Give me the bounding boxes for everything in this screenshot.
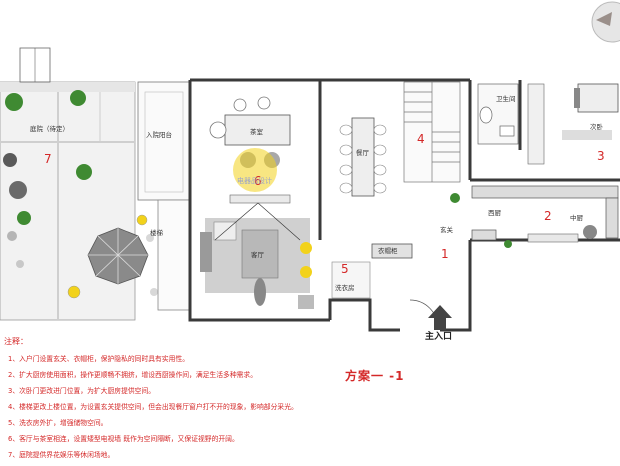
room-label-secondary-bedroom: 次卧 <box>590 123 603 131</box>
plant-icon <box>450 193 460 203</box>
note-item-2: 2、扩大厨房使用面积，操作更顺畅不拥挤，增设西厨操作间，满足生活多种需求。 <box>8 371 258 379</box>
area-number-6: 6 <box>254 174 262 188</box>
main-entrance-label: 主入口 <box>425 332 453 342</box>
coat-cabinet <box>371 243 413 259</box>
note-item-5: 5、洗衣房外扩，增强储物空间。 <box>8 419 108 427</box>
room-label-stair: 楼梯 <box>150 229 163 237</box>
area-number-1: 1 <box>441 247 449 261</box>
area-number-7: 7 <box>44 152 52 166</box>
notes-title: 注释： <box>4 337 28 346</box>
room-label-tea-room: 茶室 <box>250 128 263 136</box>
room-label-foyer: 玄关 <box>440 226 453 234</box>
note-item-4: 4、楼梯更改上楼位置，为设置玄关提供空间，但会出现餐厅窗户打不开的现象，影响部分… <box>8 403 298 411</box>
secondary-bedroom-furniture <box>527 83 619 165</box>
watermark-logo <box>233 148 277 192</box>
garden-chairs <box>67 214 158 299</box>
room-label-living: 客厅 <box>251 251 264 259</box>
staircase <box>403 81 461 183</box>
dining-furniture <box>339 117 387 197</box>
kitchen-counters <box>471 185 619 248</box>
room-label-chinese-kitchen: 中厨 <box>570 214 583 222</box>
area-number-2: 2 <box>544 209 552 223</box>
scheme-title: 方案一 -1 <box>345 369 405 383</box>
area-number-5: 5 <box>341 262 349 276</box>
laundry-area <box>331 261 371 299</box>
entry-balcony-area <box>137 81 191 201</box>
note-item-6: 6、客厅与茶室相连，设置矮型电视墙 既作为空间隔断，又保证视野的开阔。 <box>8 435 239 443</box>
room-label-laundry: 洗衣房 <box>335 284 355 292</box>
note-item-1: 1、入户门设置玄关、衣帽柜，保护隐私的同时具有实用性。 <box>8 355 190 363</box>
area-number-3: 3 <box>597 149 605 163</box>
main-entrance-arrow-icon <box>428 305 452 330</box>
room-label-bathroom: 卫生间 <box>496 95 516 103</box>
room-label-courtyard: 庭院（待定） <box>30 125 69 133</box>
garden-umbrella <box>87 227 149 285</box>
watermark-text: 电器品设计 <box>237 177 272 185</box>
note-item-7: 7、庭院提供界花娱乐等休闲场地。 <box>8 451 115 459</box>
area-number-4: 4 <box>417 132 425 146</box>
room-label-coat-cabinet: 衣帽柜 <box>378 247 398 255</box>
compass-icon <box>591 1 620 43</box>
room-label-dining: 餐厅 <box>356 149 369 157</box>
room-label-entry-balcony: 入院阳台 <box>146 131 172 139</box>
living-room-furniture <box>200 194 314 309</box>
bathroom-fixtures <box>477 83 519 145</box>
room-label-western-kitchen: 西厨 <box>488 209 501 217</box>
note-item-3: 3、次卧门更改进门位置，为扩大厨房提供空间。 <box>8 387 156 395</box>
garden-plants <box>3 90 92 268</box>
walls <box>188 78 620 332</box>
